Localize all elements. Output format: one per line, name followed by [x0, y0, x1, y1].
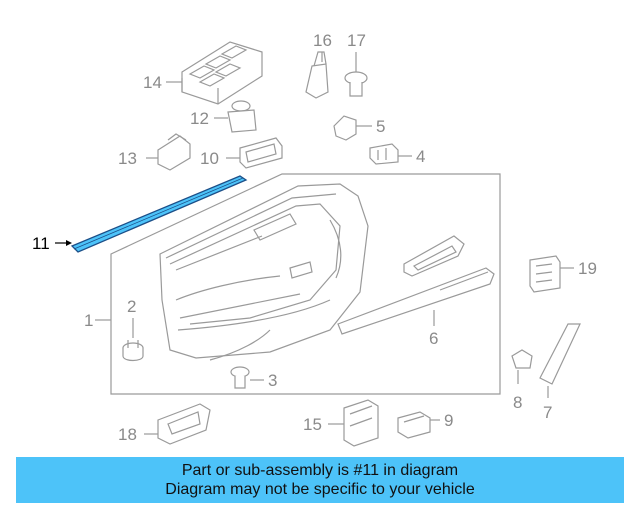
callout-6: 6	[429, 329, 438, 348]
callout-11[interactable]: 11	[32, 234, 50, 253]
callout-9: 9	[444, 411, 453, 430]
callout-1: 1	[84, 311, 93, 330]
part-3-push-clip	[230, 366, 250, 389]
part-16-clip	[305, 51, 329, 99]
part-info-banner: Part or sub-assembly is #11 in diagram D…	[16, 457, 624, 503]
part-4-connector	[369, 143, 399, 165]
door-trim-assembly-outline	[110, 173, 501, 395]
part-2-grommet	[122, 340, 144, 362]
callout-16: 16	[313, 31, 332, 50]
callout-14: 14	[143, 73, 162, 92]
banner-line-disclaimer: Diagram may not be specific to your vehi…	[165, 481, 475, 498]
callout-10: 10	[200, 149, 219, 168]
banner-line-part: Part or sub-assembly is #11 in diagram	[181, 462, 459, 479]
callout-8: 8	[513, 393, 522, 412]
callout-17: 17	[347, 31, 366, 50]
callout-12: 12	[190, 109, 209, 128]
callout-7: 7	[543, 403, 552, 422]
part-10-switch-bezel	[239, 137, 283, 169]
callout-5: 5	[376, 117, 385, 136]
part-9-switch	[397, 411, 431, 439]
part-13-lock-switch	[157, 133, 191, 171]
part-11-belt-weatherstrip[interactable]	[70, 175, 248, 253]
part-19-connector-module	[529, 255, 561, 293]
part-7-trim-strip	[539, 323, 581, 385]
pull-handle-bracket	[403, 235, 465, 277]
part-18-handle-bezel	[157, 403, 211, 445]
part-12-switch-knob	[227, 100, 257, 133]
part-6-armrest-pad	[337, 267, 495, 335]
part-8-clip	[511, 349, 533, 369]
part-15-switch	[343, 399, 379, 447]
callout-4: 4	[416, 147, 425, 166]
callout-13: 13	[118, 149, 137, 168]
callout-19: 19	[578, 259, 597, 278]
door-trim-panel	[159, 183, 369, 361]
part-17-push-clip	[344, 71, 368, 97]
callout-3: 3	[268, 371, 277, 390]
part-14-window-switch	[181, 41, 263, 105]
callout-15: 15	[303, 415, 322, 434]
part-5-retainer	[333, 115, 357, 141]
callout-18: 18	[118, 425, 137, 444]
callout-2: 2	[127, 297, 136, 316]
